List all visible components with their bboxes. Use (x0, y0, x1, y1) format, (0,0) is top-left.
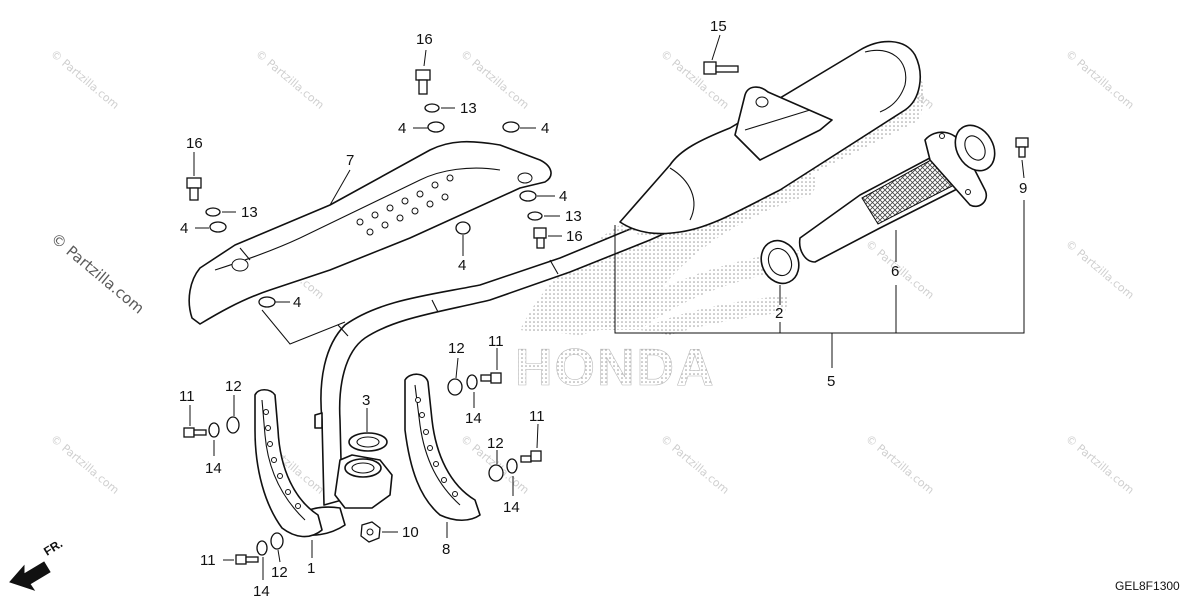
callout-11-right[interactable]: 11 (529, 408, 545, 425)
watermark-text: © Partzilla.com (863, 237, 936, 302)
washer-12-left[interactable] (226, 416, 240, 434)
nut-10[interactable] (360, 521, 381, 543)
tail-pipe-gasket[interactable] (754, 234, 805, 289)
watermark-text: © Partzilla.com (658, 432, 731, 497)
watermark-text: © Partzilla.com (658, 47, 731, 112)
callout-4-right[interactable]: 4 (559, 188, 567, 205)
leader-lines (189, 34, 1025, 580)
watermark-text: © Partzilla.com (1063, 47, 1136, 112)
watermark-text: © Partzilla.com (1063, 432, 1136, 497)
grommet-4-right[interactable] (519, 190, 537, 202)
heat-guard-lower-right[interactable] (404, 373, 481, 522)
callout-9[interactable]: 9 (1019, 180, 1027, 197)
washer-14-bottom[interactable] (256, 540, 268, 556)
grommet-4-middle[interactable] (455, 221, 471, 235)
callout-13-right[interactable]: 13 (565, 208, 582, 225)
callout-11-bottom[interactable]: 11 (200, 552, 216, 569)
bolt-11-right[interactable] (520, 450, 542, 463)
watermark-text: © Partzilla.com (1063, 237, 1136, 302)
tail-pipe[interactable] (798, 118, 1003, 263)
grommet-4-top[interactable] (427, 121, 445, 133)
callout-13-top[interactable]: 13 (460, 100, 477, 117)
washer-14-middle[interactable] (466, 374, 478, 390)
callout-3[interactable]: 3 (362, 392, 370, 409)
bolt-15[interactable] (703, 61, 739, 75)
watermark-text: © Partzilla.com (863, 432, 936, 497)
grommet-4-left[interactable] (209, 221, 227, 233)
callout-6[interactable]: 6 (891, 263, 899, 280)
washer-12-middle[interactable] (447, 378, 463, 396)
callout-4-top-right[interactable]: 4 (541, 120, 549, 137)
callout-8[interactable]: 8 (442, 541, 450, 558)
washer-14-right[interactable] (506, 458, 518, 474)
callout-12-right[interactable]: 12 (487, 435, 504, 452)
front-arrow-label: FR. (41, 536, 65, 558)
callout-2[interactable]: 2 (775, 305, 783, 322)
bolt-9[interactable] (1015, 137, 1029, 158)
callout-4-left[interactable]: 4 (180, 220, 188, 237)
washer-12-bottom[interactable] (270, 532, 284, 550)
watermark-text: © Partzilla.com (253, 47, 326, 112)
diagram-code: GEL8F1300 (1115, 579, 1180, 593)
front-direction-arrow: FR. (9, 536, 65, 591)
bolt-16-right[interactable] (533, 227, 547, 249)
bolt-16-left[interactable] (186, 177, 202, 201)
callout-11-middle[interactable]: 11 (488, 333, 504, 350)
washer-13-left[interactable] (205, 207, 221, 217)
heat-guard-lower-left[interactable] (254, 388, 323, 538)
washer-13-right[interactable] (527, 211, 543, 221)
callout-16-left[interactable]: 16 (186, 135, 203, 152)
muffler[interactable] (619, 40, 925, 239)
washer-13-top[interactable] (424, 103, 440, 113)
watermark-text: © Partzilla.com (48, 432, 121, 497)
honda-logo-text: HONDA (515, 339, 716, 397)
callout-4-top-left[interactable]: 4 (398, 120, 406, 137)
callout-16-right[interactable]: 16 (566, 228, 583, 245)
callout-12-bottom[interactable]: 12 (271, 564, 288, 581)
heat-shield-upper[interactable] (188, 140, 552, 325)
callout-14-bottom[interactable]: 14 (253, 583, 270, 599)
callout-7[interactable]: 7 (346, 152, 354, 169)
callout-14-left[interactable]: 14 (205, 460, 222, 477)
callout-16-top[interactable]: 16 (416, 31, 433, 48)
callout-labels: 16 13 4 4 16 7 13 4 4 13 16 4 4 15 9 6 2… (179, 18, 1027, 599)
callout-14-right[interactable]: 14 (503, 499, 520, 516)
bolt-11-left[interactable] (183, 427, 207, 438)
bolt-11-bottom[interactable] (235, 554, 259, 565)
washer-14-left[interactable] (208, 422, 220, 438)
callout-5[interactable]: 5 (827, 373, 835, 390)
grommet-4-top-right[interactable] (502, 121, 520, 133)
callout-4-lower[interactable]: 4 (293, 294, 301, 311)
callout-15[interactable]: 15 (710, 18, 727, 35)
exhaust-gasket[interactable] (348, 432, 388, 452)
callout-4-middle[interactable]: 4 (458, 257, 466, 274)
bolt-16-top[interactable] (415, 69, 431, 95)
callout-14-middle[interactable]: 14 (465, 410, 482, 427)
watermark-text: © Partzilla.com (48, 47, 121, 112)
callout-12-middle[interactable]: 12 (448, 340, 465, 357)
callout-12-left[interactable]: 12 (225, 378, 242, 395)
washer-12-right[interactable] (488, 464, 504, 482)
hardware (183, 61, 1029, 565)
callout-11-left[interactable]: 11 (179, 388, 195, 405)
shield-perforation (356, 174, 454, 236)
grommet-4-lower[interactable] (258, 296, 276, 308)
callout-10[interactable]: 10 (402, 524, 419, 541)
watermark-text-large: © Partzilla.com (47, 229, 147, 317)
callout-1[interactable]: 1 (307, 560, 315, 577)
callout-13-left[interactable]: 13 (241, 204, 258, 221)
bolt-11-middle[interactable] (480, 372, 502, 384)
